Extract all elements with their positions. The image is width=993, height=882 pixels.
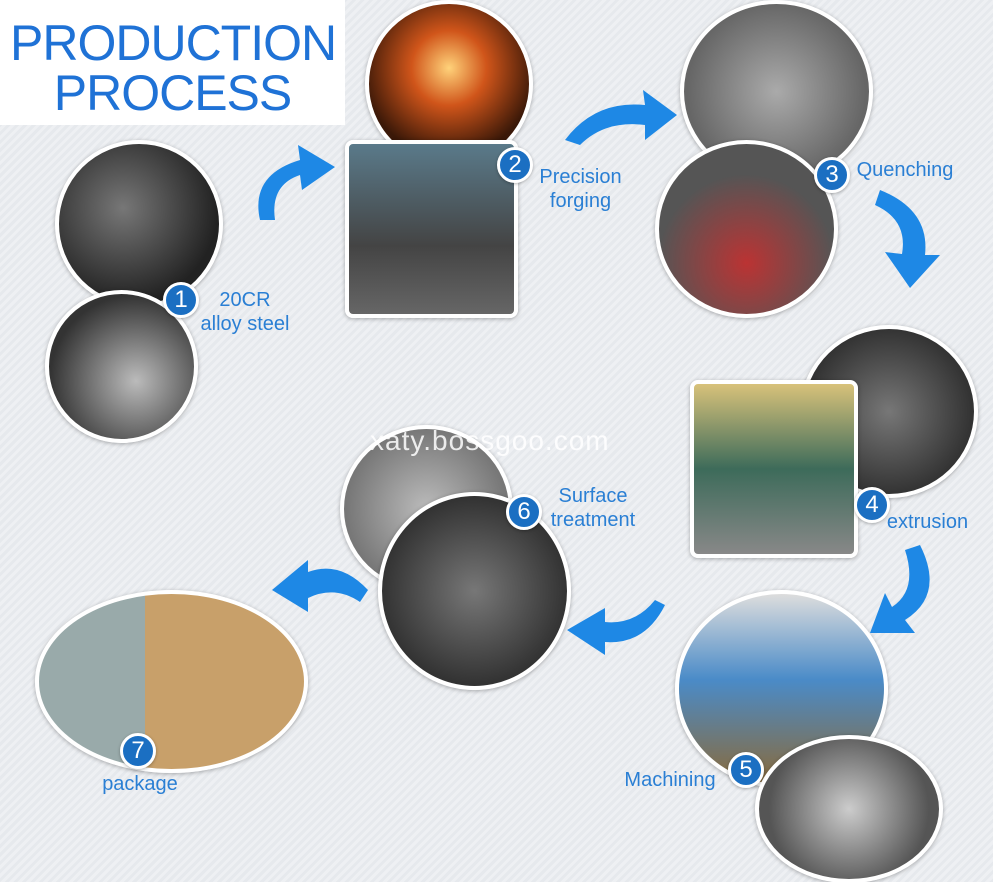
- label-line: treatment: [550, 509, 636, 531]
- package-photo: [35, 590, 308, 773]
- treated-parts-photo: [378, 492, 571, 690]
- title-box: PRODUCTION PROCESS: [0, 0, 345, 125]
- step-3-label: Quenching: [856, 159, 954, 181]
- measuring-caliper-photo: [655, 140, 838, 318]
- step-7-badge: 7: [120, 733, 156, 769]
- arrow-5-to-6-icon: [567, 600, 665, 655]
- label-line: Precision: [539, 166, 622, 188]
- step-4-label: extrusion: [886, 511, 969, 533]
- watermark: xaty.bossgoo.com: [370, 425, 610, 456]
- step-1-badge: 1: [163, 282, 199, 318]
- step-6-badge: 6: [506, 494, 542, 530]
- extrusion-worker-photo: [690, 380, 858, 558]
- machined-parts-photo: [755, 735, 943, 882]
- step-7-label: package: [102, 773, 178, 795]
- arrow-1-to-2-icon: [258, 145, 335, 220]
- step-5-badge: 5: [728, 752, 764, 788]
- steel-bars-photo: [55, 140, 223, 308]
- arrow-4-to-5-icon: [870, 545, 930, 633]
- label-line: Surface: [558, 485, 628, 507]
- label-line: forging: [549, 190, 612, 212]
- label-line: alloy steel: [200, 313, 290, 335]
- step-2-badge: 2: [497, 147, 533, 183]
- page-title: PRODUCTION PROCESS: [10, 15, 337, 121]
- title-line-1: PRODUCTION: [10, 15, 337, 71]
- arrow-6-to-7-icon: [272, 560, 368, 612]
- title-line-2: PROCESS: [53, 65, 293, 121]
- step-4-badge: 4: [854, 487, 890, 523]
- step-5-label: Machining: [624, 769, 716, 791]
- label-line: 20CR: [219, 289, 271, 311]
- arrow-3-to-4-icon: [875, 190, 940, 288]
- forging-press-photo: [345, 140, 518, 318]
- step-3-badge: 3: [814, 157, 850, 193]
- arrow-2-to-3-icon: [565, 90, 677, 145]
